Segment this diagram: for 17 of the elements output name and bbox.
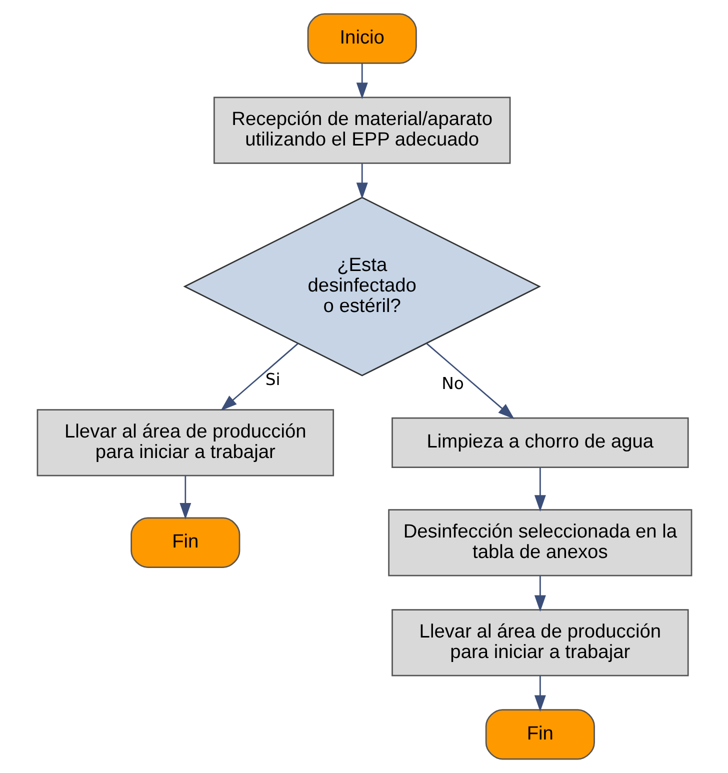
- arrow: [426, 343, 514, 420]
- arrow: [534, 676, 546, 712]
- node-box: Llevar al área de producción para iniciar a trabajar: [391, 609, 688, 676]
- arrow: [356, 63, 368, 100]
- node-box: Limpieza a chorro de agua: [391, 417, 688, 468]
- edge-label: No: [441, 374, 464, 394]
- node-box: Fin: [130, 517, 240, 568]
- arrow: [356, 164, 368, 200]
- node-box: Inicio: [306, 13, 416, 64]
- node-box: Recepción de material/aparato utilizando el EPP adecuado: [213, 96, 510, 164]
- node-box: Fin: [484, 709, 594, 760]
- arrow: [220, 343, 298, 411]
- node-box: Desinfección seleccionada en la tabla de anexos: [388, 509, 692, 576]
- arrow: [534, 576, 546, 612]
- arrow: [179, 476, 191, 520]
- node-box: Llevar al área de producción para iniciar a trabajar: [36, 409, 334, 476]
- arrow: [534, 468, 546, 512]
